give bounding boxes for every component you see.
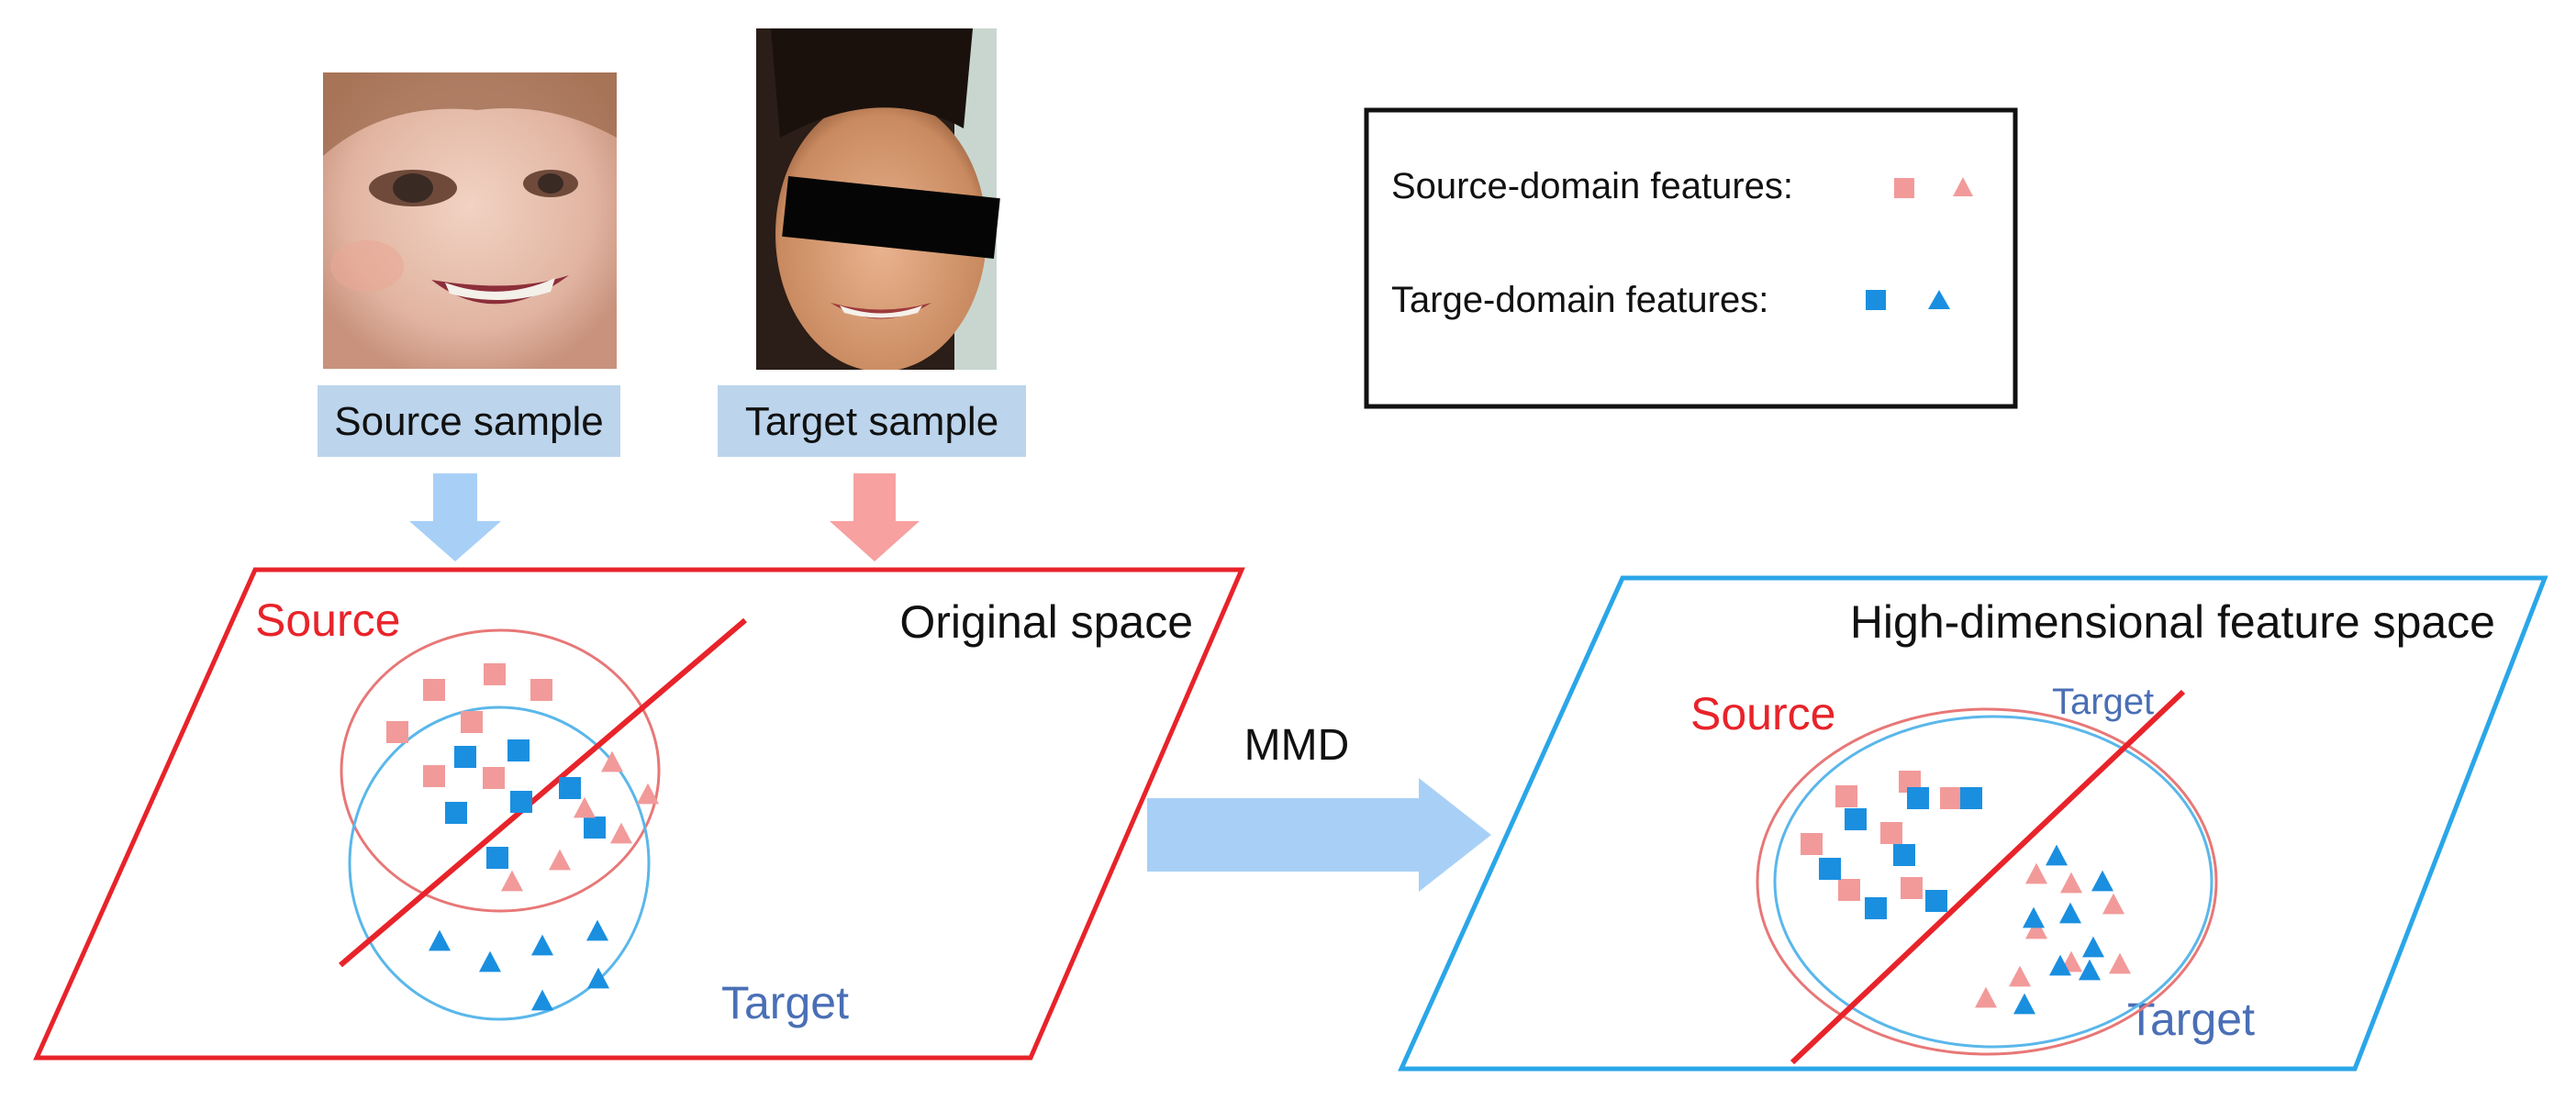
source-square-marker — [386, 721, 408, 743]
right-source-label: Source — [1690, 688, 1835, 739]
target-triangle-marker — [2082, 936, 2104, 958]
legend-source-triangle — [1953, 177, 1973, 196]
target-triangle-marker — [531, 934, 553, 956]
legend-target-square — [1866, 290, 1886, 310]
target-triangle-marker — [2059, 902, 2081, 924]
source-triangle-marker — [2025, 862, 2047, 884]
source-square-marker — [484, 663, 506, 685]
source-square-marker — [1940, 787, 1962, 809]
left-source-circle — [340, 628, 661, 913]
mmd-label: MMD — [1244, 721, 1350, 770]
target-square-marker — [1925, 890, 1947, 912]
source-down-arrow — [409, 473, 501, 561]
legend-box: Source-domain features: Targe-domain fea… — [1364, 107, 2018, 409]
legend-target-label: Targe-domain features: — [1391, 280, 1768, 320]
target-triangle-marker — [429, 929, 451, 951]
legend-source-square — [1894, 178, 1914, 198]
left-decision-boundary — [339, 617, 747, 968]
source-square-marker — [1835, 785, 1857, 807]
source-triangle-marker — [549, 849, 571, 871]
right-target-circle — [1773, 715, 2214, 1049]
target-triangle-marker — [2079, 959, 2101, 981]
source-triangle-marker — [601, 750, 623, 772]
source-square-marker — [530, 679, 552, 701]
source-square-marker — [423, 765, 445, 787]
source-square-marker — [483, 767, 505, 789]
source-sample-label-box: Source sample — [318, 385, 620, 457]
source-square-marker — [423, 679, 445, 701]
target-triangle-marker — [479, 950, 501, 972]
target-sample-label-box: Target sample — [718, 385, 1026, 457]
target-triangle-marker — [586, 919, 608, 941]
original-space-frame — [33, 567, 1245, 1061]
high-dimensional-space-frame — [1398, 575, 2548, 1072]
legend-source-label: Source-domain features: — [1391, 166, 1793, 206]
source-triangle-marker — [2109, 952, 2131, 974]
right-feature-markers — [1801, 771, 2131, 1015]
target-triangle-marker — [2023, 906, 2045, 928]
target-triangle-marker — [2013, 993, 2035, 1015]
target-sample-label: Target sample — [745, 399, 998, 444]
source-triangle-marker — [637, 783, 659, 805]
target-square-marker — [486, 847, 508, 869]
privacy-censor-bar — [782, 176, 1000, 259]
original-space-panel: Original space Source Target — [33, 567, 1245, 1061]
source-triangle-marker — [574, 796, 596, 818]
target-square-marker — [507, 739, 530, 761]
source-square-marker — [1801, 833, 1823, 855]
target-triangle-marker — [587, 967, 609, 989]
source-triangle-marker — [501, 870, 523, 892]
legend-target-triangle — [1928, 290, 1950, 309]
source-square-marker — [1901, 877, 1923, 899]
target-square-marker — [1865, 897, 1887, 919]
target-square-marker — [454, 746, 476, 768]
original-space-title: Original space — [899, 596, 1193, 648]
high-dimensional-space-title: High-dimensional feature space — [1850, 596, 2495, 648]
target-down-arrow — [830, 473, 920, 561]
source-square-marker — [461, 711, 483, 733]
source-sample-photo — [323, 72, 617, 369]
source-triangle-marker — [2102, 893, 2124, 915]
left-target-circle — [348, 706, 651, 1021]
high-dimensional-space-panel: High-dimensional feature space Source Ta… — [1398, 575, 2548, 1072]
target-square-marker — [584, 817, 606, 839]
target-sample-photo — [756, 28, 1000, 370]
mmd-transform-arrow: MMD — [1147, 721, 1491, 892]
source-sample-label: Source sample — [334, 399, 603, 444]
target-square-marker — [1907, 787, 1929, 809]
left-feature-markers — [386, 663, 659, 1011]
source-triangle-marker — [2025, 917, 2047, 939]
right-source-circle — [1756, 707, 2218, 1056]
right-target-label-top: Target — [2052, 682, 2154, 722]
target-square-marker — [445, 802, 467, 824]
source-square-marker — [1880, 822, 1902, 844]
target-triangle-marker — [2091, 870, 2113, 892]
target-square-marker — [510, 791, 532, 813]
target-square-marker — [1819, 858, 1841, 880]
right-target-label-bottom: Target — [2127, 994, 2255, 1045]
target-triangle-marker — [2049, 954, 2071, 976]
target-square-marker — [1893, 844, 1915, 866]
source-triangle-marker — [1975, 986, 1997, 1008]
source-square-marker — [1838, 879, 1860, 901]
target-square-marker — [1845, 808, 1867, 830]
source-triangle-marker — [2009, 965, 2031, 987]
right-decision-boundary — [1790, 689, 2186, 1065]
target-square-marker — [1960, 787, 1982, 809]
source-triangle-marker — [610, 822, 632, 844]
left-source-label: Source — [255, 594, 400, 646]
source-triangle-marker — [2060, 872, 2082, 894]
left-target-label: Target — [721, 977, 849, 1028]
target-square-marker — [559, 777, 581, 799]
target-triangle-marker — [2046, 844, 2068, 866]
target-triangle-marker — [531, 989, 553, 1011]
